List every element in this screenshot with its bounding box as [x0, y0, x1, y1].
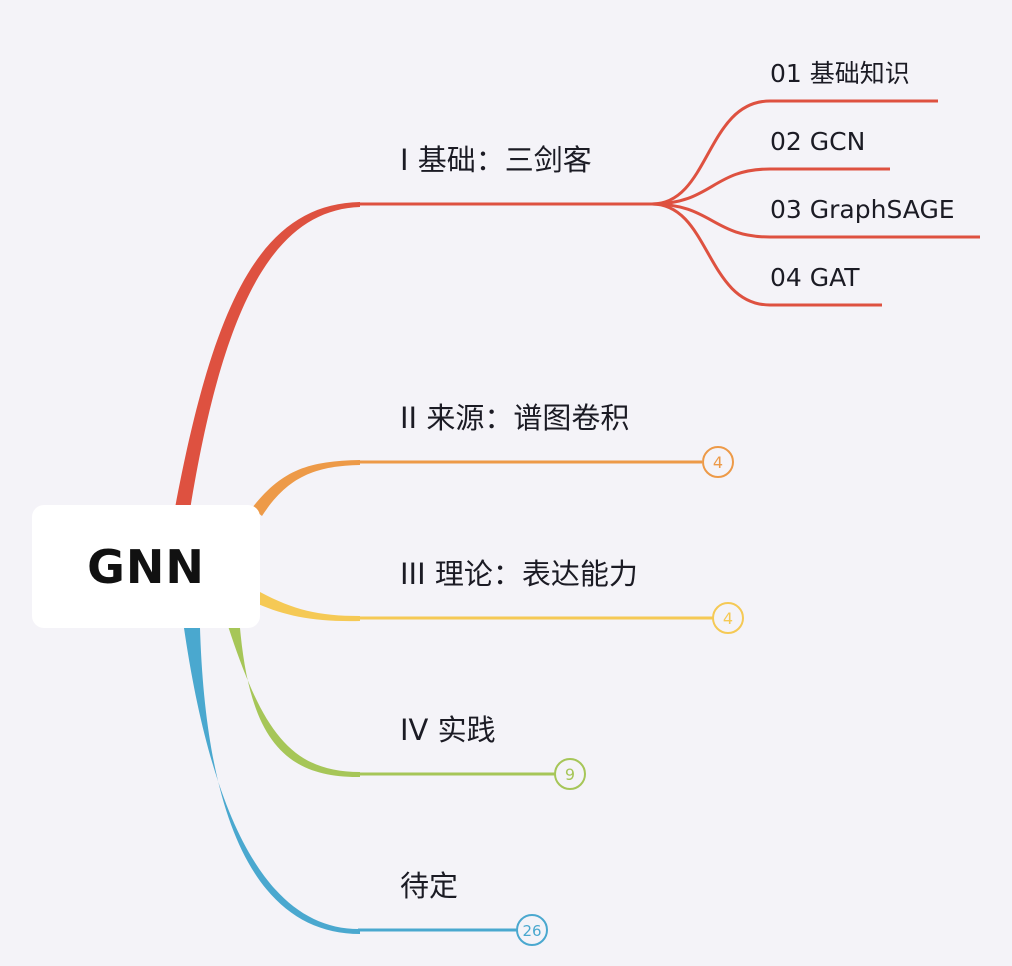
count-badge-5-text: 26: [522, 922, 541, 940]
sub-connector-3: [651, 202, 980, 239]
branch-label-5[interactable]: 待定: [400, 869, 459, 903]
count-badge-2[interactable]: 4: [702, 446, 734, 478]
branch-connector-5: [184, 628, 360, 934]
branch-connector-2: [252, 460, 360, 516]
count-badge-3-text: 4: [723, 609, 733, 628]
count-badge-5[interactable]: 26: [516, 914, 548, 946]
branch-label-1[interactable]: I 基础：三剑客: [400, 143, 592, 177]
leaf-label-1[interactable]: 01 基础知识: [770, 59, 910, 88]
branch-label-4[interactable]: IV 实践: [400, 713, 496, 747]
root-node[interactable]: GNN: [32, 505, 260, 628]
branch-connector-3: [258, 592, 360, 622]
count-badge-4-text: 9: [565, 765, 575, 784]
sub-connector-2: [651, 167, 890, 206]
leaf-label-4[interactable]: 04 GAT: [770, 263, 860, 292]
leaf-label-3[interactable]: 03 GraphSAGE: [770, 195, 955, 224]
branch-connector-4: [228, 626, 360, 778]
branch-connector-1: [175, 202, 360, 510]
branch-label-3[interactable]: III 理论：表达能力: [400, 557, 638, 591]
branch-label-2[interactable]: II 来源：谱图卷积: [400, 401, 630, 435]
root-label: GNN: [87, 539, 205, 594]
leaf-label-2[interactable]: 02 GCN: [770, 127, 866, 156]
count-badge-2-text: 4: [713, 453, 723, 472]
count-badge-3[interactable]: 4: [712, 602, 744, 634]
sub-connector-4: [651, 202, 882, 307]
sub-connector-1: [651, 99, 938, 206]
count-badge-4[interactable]: 9: [554, 758, 586, 790]
